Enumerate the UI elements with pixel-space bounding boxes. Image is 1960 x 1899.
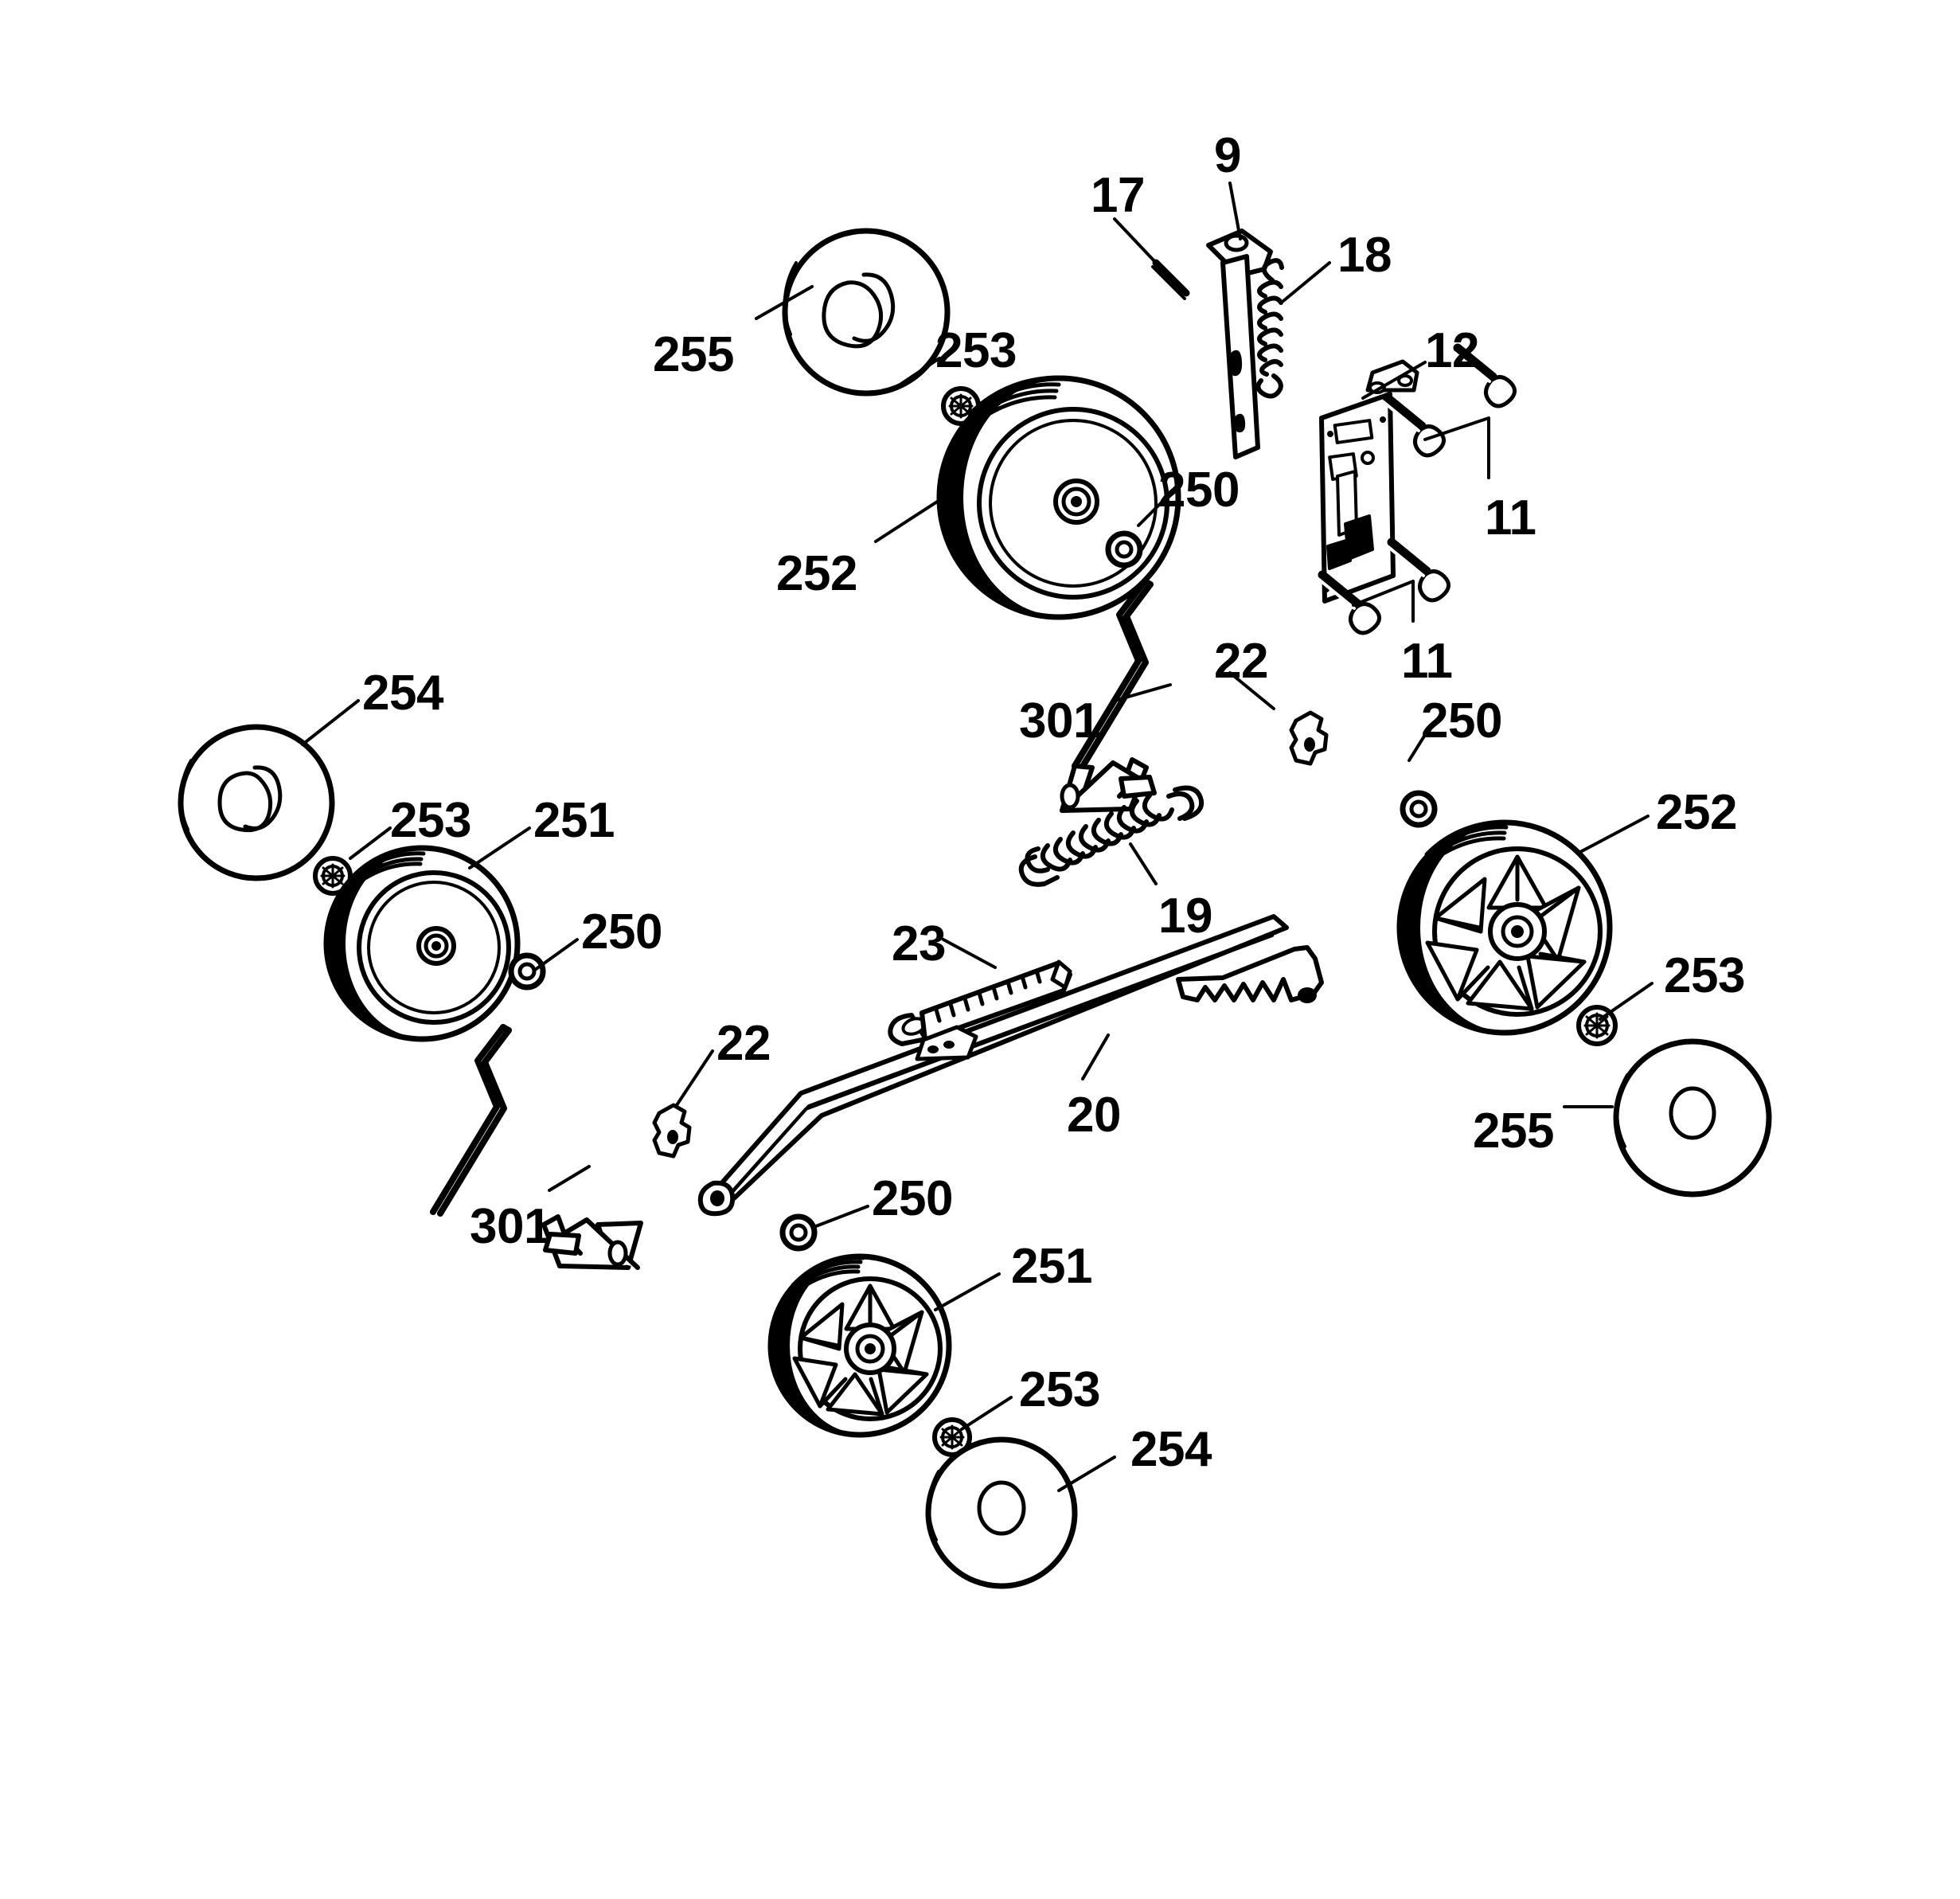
callout-label-253-16: 253 [390,793,471,848]
callout-label-18-3: 18 [1337,228,1392,283]
part-251-wheel-left [323,845,521,1042]
leader-line-254-15 [301,699,360,746]
part-11-screw-a [1382,393,1446,458]
part-11-screw-c [1318,570,1381,635]
part-301-rod-lower [430,1024,643,1270]
part-253-screw-left [313,856,353,896]
leader-line-252-9 [874,496,945,543]
part-22-clip-upper [1289,710,1329,766]
part-22-clip-lower [652,1103,692,1159]
leader-line-9-1 [1228,182,1242,240]
callout-label-250-26: 250 [872,1171,953,1226]
callout-label-17-2: 17 [1091,168,1145,223]
part-17-pin [1151,259,1190,300]
part-255-hub-cap-upper [782,228,951,397]
callout-label-9-1: 9 [1214,128,1241,183]
callout-label-22-19: 22 [716,1016,771,1071]
part-252-wheel-right [1396,819,1613,1036]
callout-label-301-25: 301 [470,1199,551,1254]
leader-line-20-22 [1081,1034,1110,1080]
part-251-wheel-bottom [767,1253,952,1438]
leader-line-255-7 [755,285,814,320]
leader-line-253-16 [349,826,392,860]
leader-line-301-25 [548,1165,591,1192]
callout-label-252-14: 252 [1656,785,1737,840]
leader-line-253-8 [890,357,941,392]
part-20-height-handle [697,914,1324,1217]
callout-label-22-11: 22 [1214,634,1268,689]
leader-line-254-29 [1057,1456,1116,1492]
callout-label-254-29: 254 [1130,1422,1212,1477]
leader-line-19-21 [1129,842,1158,885]
part-301-rod-upper [1060,578,1157,813]
callout-label-251-17: 251 [533,793,615,848]
part-9-adjuster-lever [1206,229,1273,459]
callout-label-253-28: 253 [1019,1362,1100,1417]
leader-line-23-20 [942,938,997,969]
leader-line-253-23 [1599,982,1654,1021]
part-254-hub-cap-bottom [925,1436,1078,1589]
leader-line-12-4 [1361,361,1427,400]
callout-label-23-20: 23 [892,916,946,971]
part-18-spring-small [1255,258,1284,399]
part-11-screw-d [1387,537,1450,603]
callout-label-11-6: 11 [1401,634,1453,689]
callout-label-250-18: 250 [581,905,662,959]
part-250-washer-bottom [779,1213,818,1252]
callout-label-301-12: 301 [1019,694,1100,748]
leader-line-11-5 [1423,416,1490,479]
leader-line-22-11 [1228,671,1275,710]
callout-label-12-4: 12 [1425,323,1479,378]
leader-line-301-12 [1113,683,1172,702]
callout-label-11-5: 11 [1485,490,1536,545]
callout-label-250-13: 250 [1421,694,1502,748]
callout-label-20-22: 20 [1067,1088,1121,1143]
callout-label-252-9: 252 [776,546,857,601]
part-250-washer-left [508,952,546,991]
callout-label-255-24: 255 [1473,1104,1554,1159]
leader-line-18-3 [1282,261,1331,303]
leader-line-22-19 [675,1049,714,1107]
part-12-bracket-plate [1319,359,1419,604]
part-11-screw-b [1453,343,1517,408]
leader-line-252-14 [1579,815,1650,854]
leader-line-251-17 [468,826,531,869]
callout-label-19-21: 19 [1158,889,1212,944]
part-19-extension-spring [1018,785,1204,887]
leader-line-250-10 [1137,496,1168,527]
callout-label-253-23: 253 [1664,948,1745,1003]
part-23-ratchet-link [888,959,1072,1046]
callout-label-253-8: 253 [935,323,1017,378]
callout-label-251-27: 251 [1011,1239,1092,1294]
leader-lines [301,182,1654,1492]
callout-label-250-10: 250 [1158,463,1240,518]
leader-line-11-6 [1352,580,1415,623]
part-250-washer-upper [1105,530,1143,569]
part-254-hub-cap-left [178,724,335,881]
leader-line-250-18 [533,938,579,971]
leader-line-253-28 [960,1396,1013,1431]
leader-line-250-13 [1408,727,1431,762]
part-255-hub-cap-right [1613,1038,1772,1198]
leader-line-251-27 [934,1272,1001,1311]
leader-line-17-2 [1113,217,1158,264]
callout-label-254-15: 254 [362,666,443,721]
callout-label-255-7: 255 [653,327,734,382]
leader-line-250-26 [814,1205,869,1228]
part-250-washer-right [1400,790,1438,828]
part-253-screw-upper [941,386,981,426]
